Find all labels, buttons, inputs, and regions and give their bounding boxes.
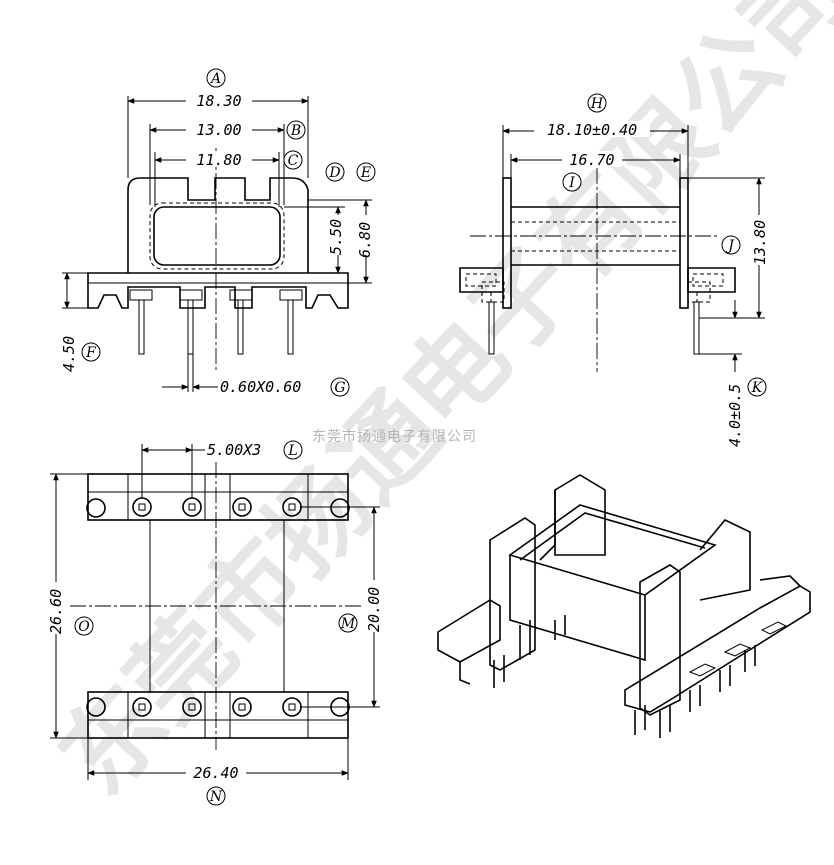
- dim-G-value: 0.60X0.60: [220, 378, 301, 396]
- label-M: M: [340, 616, 356, 632]
- watermark-small-text: 东莞市扬通电子有限公司: [312, 428, 477, 445]
- label-D: D: [328, 165, 340, 181]
- dim-K-value: 4.0±0.5: [726, 384, 744, 447]
- front-window-hidden: [149, 202, 285, 270]
- dim-A-value: 18.30: [196, 92, 241, 110]
- label-E: E: [360, 165, 371, 181]
- front-base: [87, 272, 349, 309]
- label-H: H: [590, 96, 604, 112]
- front-top-flange: [127, 177, 309, 273]
- side-right-base: [687, 267, 736, 293]
- dim-N-value: 26.40: [193, 764, 238, 782]
- front-pin-1: [138, 299, 145, 355]
- label-J: J: [725, 238, 735, 254]
- watermark: 东莞市扬通电子有限公司 东莞市扬通电子有限公司: [37, 0, 834, 816]
- dim-F-value: 4.50: [60, 336, 78, 372]
- side-right-pin: [693, 301, 700, 355]
- label-G: G: [334, 380, 345, 396]
- label-C: C: [288, 153, 299, 169]
- dim-B-value: 13.00: [196, 121, 241, 139]
- iso-core-body: [508, 504, 717, 596]
- iso-rear-flange: [554, 474, 606, 556]
- side-left-base: [459, 267, 504, 293]
- front-pin-3: [237, 299, 244, 355]
- front-window: [153, 206, 281, 266]
- label-O: O: [78, 619, 90, 635]
- dim-I-value: 16.70: [569, 151, 614, 169]
- bottom-pin-circle: [132, 497, 152, 517]
- dim-L-value: 5.00X3: [207, 441, 261, 459]
- front-pin-2: [187, 299, 194, 355]
- side-view: 18.10±0.40 H 16.70 I 13.80 J 4.0±0.5 K: [459, 93, 769, 447]
- label-A: A: [209, 71, 221, 87]
- dim-C-value: 11.80: [196, 151, 241, 169]
- label-K: K: [751, 380, 764, 396]
- front-pin-shoulder-3: [229, 289, 253, 301]
- label-A-circle: [206, 68, 226, 88]
- watermark-diagonal-text: 东莞市扬通电子有限公司: [37, 0, 834, 816]
- front-pin-shoulder-2: [179, 289, 203, 301]
- label-B: B: [290, 123, 301, 139]
- label-I: I: [568, 175, 575, 191]
- front-view: 18.30 A 13.00 B 11.80 C 5.50 D 6.80: [60, 68, 376, 397]
- dim-E-value: 6.80: [356, 222, 374, 258]
- bottom-view: 5.00X3 L 20.00 M 26.60 O 26.40 N: [46, 440, 383, 806]
- dim-O-value: 26.60: [47, 589, 65, 634]
- iso-left-base: [437, 599, 501, 663]
- dim-M-value: 20.00: [365, 587, 383, 632]
- label-F: F: [85, 345, 97, 361]
- dim-D-value: 5.50: [327, 219, 345, 255]
- side-left-flange: [502, 177, 512, 309]
- label-L: L: [287, 443, 297, 459]
- iso-front-flange: [489, 517, 536, 671]
- label-N: N: [209, 789, 223, 805]
- front-pin-4: [287, 299, 294, 355]
- dim-H-value: 18.10±0.40: [547, 121, 637, 139]
- iso-right-base: [624, 585, 811, 713]
- isometric-view: [437, 474, 811, 738]
- dim-J-value: 13.80: [751, 220, 769, 265]
- side-right-flange: [679, 177, 689, 309]
- front-pin-shoulder-4: [279, 289, 303, 301]
- front-pin-shoulder-1: [129, 289, 153, 301]
